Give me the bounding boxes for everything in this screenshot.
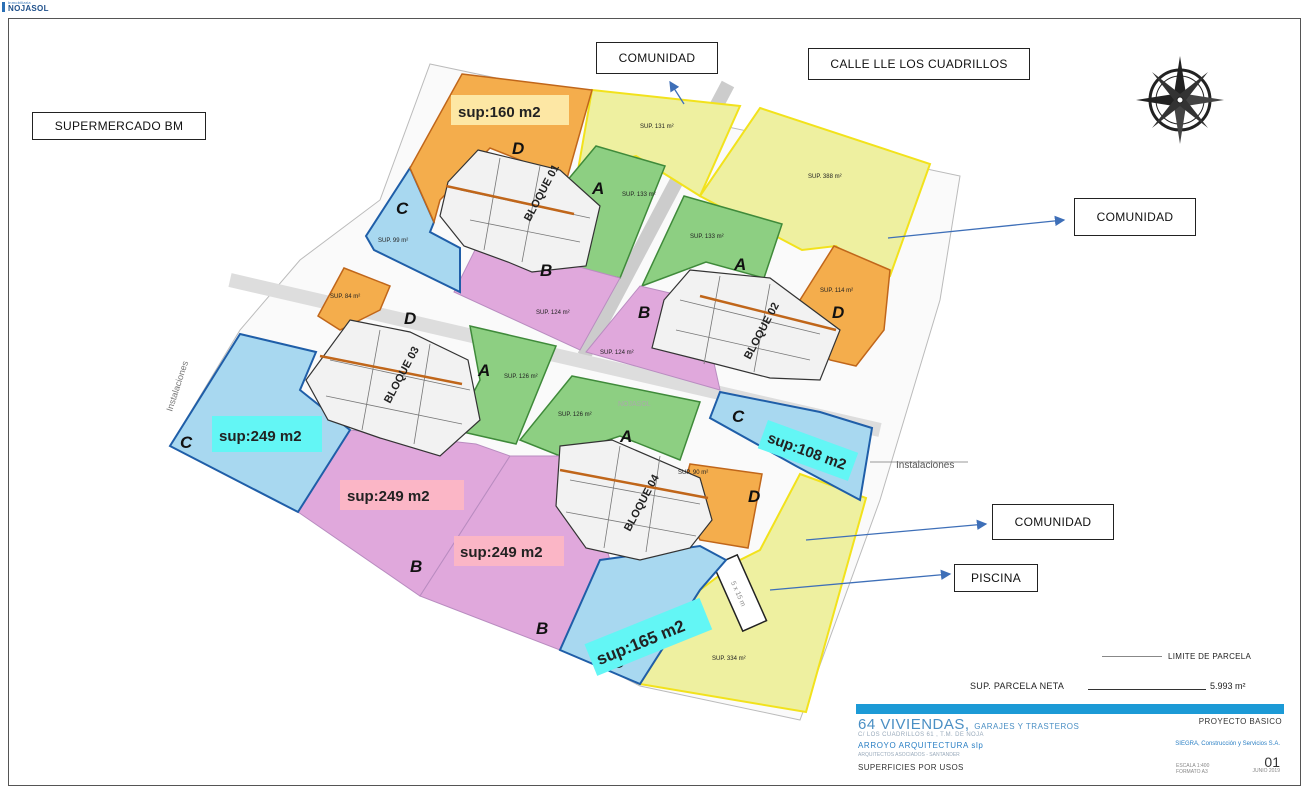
callout-calle: CALLE LLE LOS CUADRILLOS — [808, 48, 1030, 80]
nojasol-logo: Inmobiliaria NOJASOL — [2, 0, 72, 14]
area-label-160: sup:160 m2 — [458, 104, 541, 121]
building-bloque03 — [305, 319, 481, 457]
document-name: SUPERFICIES POR USOS — [858, 763, 964, 772]
project-title: 64 VIVIENDAS, GARAJES Y TRASTEROS — [858, 716, 1080, 733]
area-label-249-c: sup:249 m2 — [219, 428, 302, 445]
legend-limite: LIMITE DE PARCELA — [1168, 652, 1252, 661]
legend-line — [1102, 656, 1162, 657]
watermark: NOJASOL — [618, 401, 651, 408]
building-bloque01 — [439, 149, 601, 273]
sup-124a-label: SUP. 124 m² — [536, 310, 570, 316]
sup-parcela-line — [1088, 689, 1206, 690]
zone-C-bloque01 — [364, 165, 461, 294]
letter-A: A — [591, 179, 604, 198]
building-bloque02 — [651, 269, 841, 381]
callout-piscina: PISCINA — [954, 564, 1038, 592]
arrow-icon — [669, 80, 1066, 591]
title-block-stripe — [856, 704, 1284, 714]
sup-388-label: SUP. 388 m² — [808, 174, 842, 180]
sup-334-label: SUP. 334 m² — [712, 656, 746, 662]
compass-rose-icon — [1136, 56, 1224, 144]
sup-124b-label: SUP. 124 m² — [600, 350, 634, 356]
zone-A-bloque02 — [640, 195, 783, 288]
sup-133b-label: SUP. 133 m² — [690, 234, 724, 240]
letter-D: D — [512, 139, 524, 158]
architect-subtitle: ARQUITECTOS ASOCIADOS - SANTANDER — [858, 752, 960, 758]
sheet-number: 01 — [1264, 754, 1280, 770]
sup-99-label: SUP. 99 m² — [378, 238, 408, 244]
letter-B: B — [540, 261, 552, 280]
letter-C: C — [180, 433, 193, 452]
building-bloque04 — [555, 439, 713, 561]
letter-C: C — [396, 199, 409, 218]
sup-84-label: SUP. 84 m² — [330, 294, 360, 300]
letter-C: C — [732, 407, 745, 426]
letter-B: B — [638, 303, 650, 322]
letter-D: D — [832, 303, 844, 322]
architect-firm: ARROYO ARQUITECTURA slp — [858, 741, 984, 750]
callout-supermercado: SUPERMERCADO BM — [32, 112, 206, 140]
project-address: C/ LOS CUADRILLOS 61 , T.M. DE NOJA — [858, 732, 984, 738]
letter-A: A — [619, 427, 632, 446]
sup-parcela-label: SUP. PARCELA NETA — [970, 681, 1065, 691]
letter-A: A — [733, 255, 746, 274]
callout-comunidad-top: COMUNIDAD — [596, 42, 718, 74]
date: JUNIO 2019 — [1252, 768, 1280, 774]
zone-D-bloque03 — [317, 267, 391, 331]
callout-comunidad-lower: COMUNIDAD — [992, 504, 1114, 540]
instalaciones-right-label: Instalaciones — [896, 460, 954, 471]
sup-114-label: SUP. 114 m² — [820, 288, 853, 294]
callout-comunidad-right: COMUNIDAD — [1074, 198, 1196, 236]
sup-126a-label: SUP. 126 m² — [504, 374, 538, 380]
sup-131-label: SUP. 131 m² — [640, 124, 674, 130]
letter-D: D — [404, 309, 416, 328]
sup-90-label: SUP. 90 m² — [678, 470, 708, 476]
project-type: PROYECTO BASICO — [1198, 717, 1282, 726]
zone-community-top — [576, 88, 742, 198]
zone-A-bloque04 — [518, 375, 701, 461]
letter-B: B — [410, 557, 422, 576]
sup-133a-label: SUP. 133 m² — [622, 192, 656, 198]
title-block: 64 VIVIENDAS, GARAJES Y TRASTEROS C/ LOS… — [856, 700, 1284, 776]
area-label-249-b1: sup:249 m2 — [347, 488, 430, 505]
letter-A: A — [477, 361, 490, 380]
logo-line-1: Inmobiliaria — [8, 0, 31, 5]
drawing-frame — [8, 18, 1301, 786]
area-label-249-b2: sup:249 m2 — [460, 544, 543, 561]
sup-parcela-value: 5.993 m² — [1210, 681, 1246, 691]
logo-line-2: NOJASOL — [8, 4, 49, 13]
instalaciones-left-label: Instalaciones — [164, 359, 190, 413]
constructor: SIEGRA, Construcción y Servicios S.A. — [1175, 741, 1280, 747]
sup-126b-label: SUP. 126 m² — [558, 412, 592, 418]
letter-B: B — [536, 619, 548, 638]
letter-D: D — [748, 487, 760, 506]
